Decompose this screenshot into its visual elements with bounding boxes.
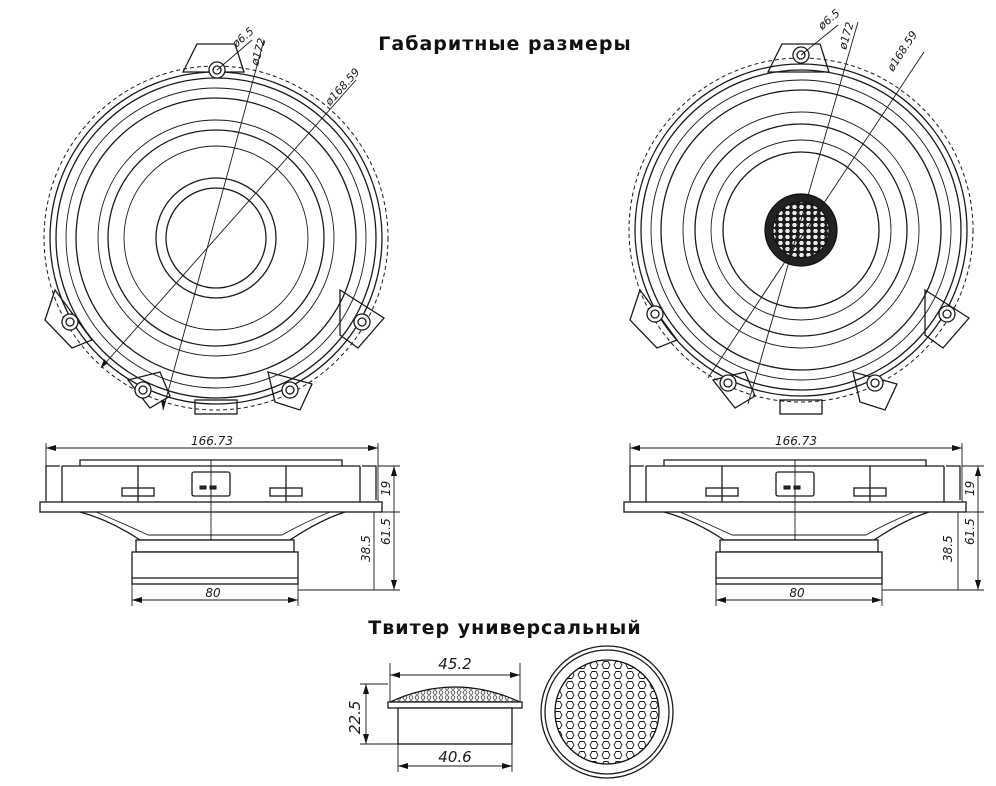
total-height-dimension: 61.5 — [963, 518, 977, 545]
flange-height-dimension: 19 — [379, 481, 393, 496]
tweeter-top-width: 45.2 — [438, 655, 471, 673]
magnet-width-dimension: 80 — [205, 586, 221, 600]
side-width-dimension: 166.73 — [191, 434, 233, 448]
heading-overall-dimensions: Габаритные размеры — [378, 33, 631, 55]
inner-diameter: ø168.59 — [884, 29, 920, 75]
tweeter-side-view: 45.2 22.5 40.6 — [346, 655, 523, 772]
side-view-coaxial: 166.73 80 19 61.5 38.5 — [623, 434, 984, 606]
magnet-depth-dimension: 38.5 — [941, 535, 955, 562]
tweeter-bottom-width: 40.6 — [438, 748, 471, 766]
magnet-width-dimension: 80 — [789, 586, 805, 600]
side-width-dimension: 166.73 — [775, 434, 817, 448]
front-view-coaxial: ø6.5 ø172 ø168.59 — [628, 7, 974, 415]
tweeter-front-view — [540, 645, 674, 779]
side-view-woofer: 166.73 80 19 — [39, 434, 400, 606]
magnet-depth-dimension: 38.5 — [359, 535, 373, 562]
front-view-woofer: ø6.5 ø172 ø168.59 — [43, 25, 389, 415]
inner-diameter: ø168.59 — [322, 66, 363, 109]
hole-dimension: ø6.5 — [815, 7, 843, 33]
tweeter-height: 22.5 — [346, 701, 364, 734]
flange-height-dimension: 19 — [963, 481, 977, 496]
total-height-dimension: 61.5 — [379, 518, 393, 545]
heading-tweeter: Твитер универсальный — [368, 617, 641, 639]
